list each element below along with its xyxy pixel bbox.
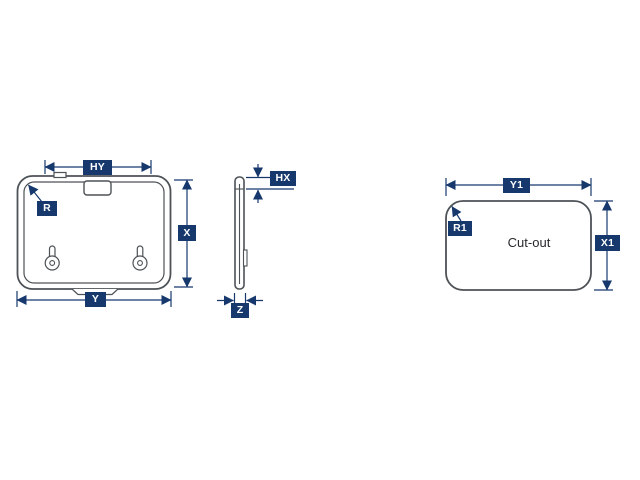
- r-leader-arrow: [28, 184, 43, 203]
- dim-label-hx: HX: [270, 171, 296, 186]
- dim-label-x1: X1: [595, 235, 620, 251]
- keyhole-ring: [44, 255, 60, 271]
- dim-label-z: Z: [231, 303, 249, 318]
- keyhole-ring: [132, 255, 148, 271]
- dim-label-x: X: [178, 225, 196, 241]
- cutout-label: Cut-out: [507, 235, 551, 250]
- dim-label-r1: R1: [448, 221, 472, 236]
- dim-label-y1: Y1: [503, 178, 530, 193]
- dim-label-hy: HY: [83, 160, 112, 175]
- side-view-dimensions: [217, 164, 294, 313]
- keyhole-pin: [137, 260, 143, 266]
- r1-leader-arrow: [451, 206, 462, 222]
- keyhole-pin: [49, 260, 56, 266]
- profile-clip: [242, 249, 248, 267]
- dim-label-r: R: [37, 201, 57, 216]
- cutout-outline: [445, 200, 592, 291]
- hinge-tab: [53, 171, 67, 179]
- dim-label-y: Y: [85, 292, 106, 307]
- keyhole-right: [132, 245, 148, 271]
- side-view: [234, 176, 248, 290]
- cutout-view: [445, 200, 592, 291]
- keyhole-left: [44, 245, 60, 271]
- handle: [83, 180, 112, 196]
- front-view: [16, 171, 172, 296]
